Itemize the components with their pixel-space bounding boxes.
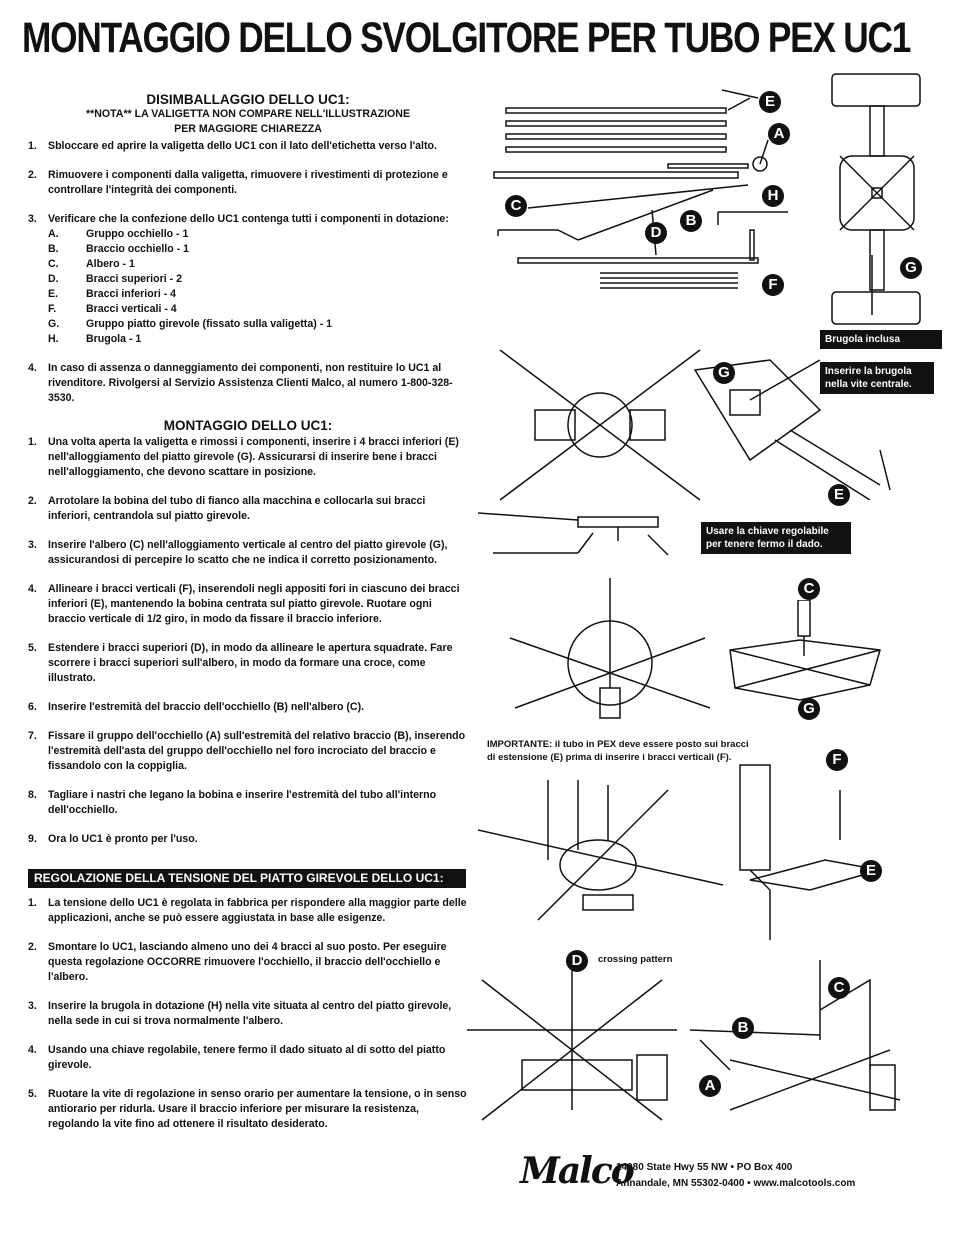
parts-illustration xyxy=(493,89,788,289)
label-g-1: G xyxy=(900,257,922,279)
part-f: F.Bracci verticali - 4 xyxy=(48,303,177,315)
label-g-3: G xyxy=(798,698,820,720)
assembly-step-1-illustration xyxy=(499,349,701,501)
label-c-2: C xyxy=(798,578,820,600)
crossing-pattern-label: crossing pattern xyxy=(598,954,673,965)
assembly-step-3: 3.Inserire l'albero (C) nell'alloggiamen… xyxy=(28,539,448,566)
assembly-step-5: 5.Estendere i bracci superiori (D), in m… xyxy=(28,642,453,684)
brugola-inclusa-callout: Brugola inclusa xyxy=(820,330,942,349)
unpacking-note-2: PER MAGGIORE CHIAREZZA xyxy=(174,123,322,135)
page-title: MONTAGGIO DELLO SVOLGITORE PER TUBO PEX … xyxy=(22,14,911,62)
parts-list: A.Gruppo occhiello - 1 B.Braccio occhiel… xyxy=(48,227,468,347)
part-b: B.Braccio occhiello - 1 xyxy=(48,243,190,255)
shaft-insert-illustration xyxy=(729,600,881,701)
tension-step-3: 3.Inserire la brugola in dotazione (H) n… xyxy=(28,1000,452,1027)
part-h: H.Brugola - 1 xyxy=(48,333,142,345)
crossing-pattern-illustration xyxy=(467,970,677,1121)
tension-step-2: 2.Smontare lo UC1, lasciando almeno uno … xyxy=(28,941,447,983)
assembly-step-1: 1.Una volta aperta la valigetta e rimoss… xyxy=(28,436,459,478)
tension-step-5: 5.Ruotare la vite di regolazione in sens… xyxy=(28,1088,467,1130)
malco-logo: Malco xyxy=(520,1150,635,1192)
tension-step-4: 4.Usando una chiave regolabile, tenere f… xyxy=(28,1044,446,1071)
part-a: A.Gruppo occhiello - 1 xyxy=(48,228,189,240)
label-e-2: E xyxy=(828,484,850,506)
label-g-2: G xyxy=(713,362,735,384)
assembly-step-7: 7.Fissare il gruppo dell'occhiello (A) s… xyxy=(28,730,466,772)
assembly-step-6: 6.Inserire l'estremità del braccio dell'… xyxy=(28,701,365,713)
assembly-step-4: 4.Allineare i bracci verticali (F), inse… xyxy=(28,583,460,625)
label-f-2: F xyxy=(826,749,848,771)
assembly-step-8: 8.Tagliare i nastri che legano la bobina… xyxy=(28,789,437,816)
unpack-step-4: 4.In caso di assenza o danneggiamento de… xyxy=(28,362,453,404)
assembly-step-4-illustration xyxy=(478,780,724,921)
label-d-1: D xyxy=(645,222,667,244)
unpack-step-2: 2.Rimuovere i componenti dalla valigetta… xyxy=(28,169,448,196)
label-e-1: E xyxy=(759,91,781,113)
label-h-1: H xyxy=(762,185,784,207)
unpack-step-3: 3.Verificare che la confezione dello UC1… xyxy=(28,213,449,225)
label-a-1: A xyxy=(768,123,790,145)
eyelet-arm-illustration xyxy=(690,960,901,1111)
tension-step-1: 1.La tensione dello UC1 è regolata in fa… xyxy=(28,897,467,924)
label-b-1: B xyxy=(680,210,702,232)
label-c-3: C xyxy=(828,977,850,999)
assembly-heading: MONTAGGIO DELLO UC1: xyxy=(163,418,333,433)
label-e-3: E xyxy=(860,860,882,882)
part-d: D.Bracci superiori - 2 xyxy=(48,273,182,285)
part-g: G.Gruppo piatto girevole (fissato sulla … xyxy=(48,318,333,330)
label-c-1: C xyxy=(505,195,527,217)
importante-note: IMPORTANTE: il tubo in PEX deve essere p… xyxy=(487,739,749,763)
unpack-step-1: 1.Sbloccare ed aprire la valigetta dello… xyxy=(28,140,437,152)
turntable-closeup-illustration xyxy=(693,359,891,500)
wrench-callout: Usare la chiave regolabile per tenere fe… xyxy=(701,522,851,554)
turntable-illustration xyxy=(831,73,921,325)
assembly-step-2: 2.Arrotolare la bobina del tubo di fianc… xyxy=(28,495,426,522)
label-a-2: A xyxy=(699,1075,721,1097)
instructions-column: DISIMBALLAGGIO DELLO UC1: **NOTA** LA VA… xyxy=(28,92,468,1132)
footer-line-2: Annandale, MN 55302-0400 • www.malcotool… xyxy=(616,1178,856,1189)
label-f-1: F xyxy=(762,274,784,296)
label-d-2: D xyxy=(566,950,588,972)
assembly-step-3-illustration xyxy=(509,578,711,719)
vertical-arm-closeup-illustration xyxy=(739,764,881,940)
tension-heading: REGOLAZIONE DELLA TENSIONE DEL PIATTO GI… xyxy=(28,869,466,888)
label-b-2: B xyxy=(732,1017,754,1039)
insert-brugola-callout: Inserire la brugola nella vite centrale. xyxy=(820,362,934,394)
footer-address: 14080 State Hwy 55 NW • PO Box 400 Annan… xyxy=(616,1160,855,1192)
part-e: E.Bracci inferiori - 4 xyxy=(48,288,177,300)
unpacking-heading: DISIMBALLAGGIO DELLO UC1: xyxy=(146,92,350,107)
wrench-illustration xyxy=(478,512,669,556)
footer-line-1: 14080 State Hwy 55 NW • PO Box 400 xyxy=(616,1162,793,1173)
part-c: C.Albero - 1 xyxy=(48,258,135,270)
unpacking-note-1: **NOTA** LA VALIGETTA NON COMPARE NELL'I… xyxy=(85,108,411,120)
assembly-step-9: 9.Ora lo UC1 è pronto per l'uso. xyxy=(28,833,198,845)
